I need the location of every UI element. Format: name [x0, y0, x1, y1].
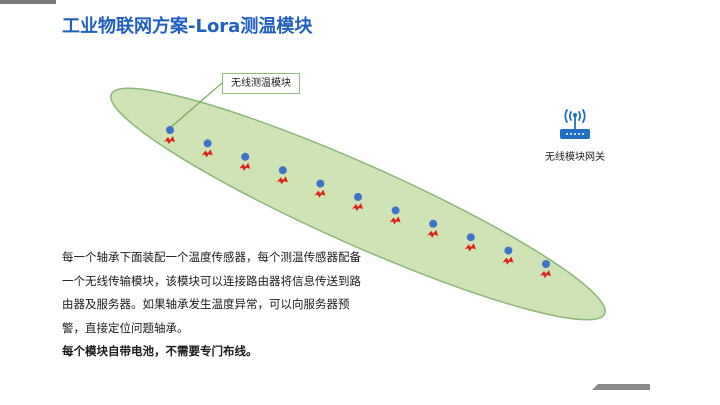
- bottom-accent-bar: [592, 384, 650, 390]
- temperature-sensor-icon: [389, 216, 401, 225]
- wireless-router-icon: [560, 109, 590, 139]
- gateway-label: 无线模块网关: [545, 152, 605, 163]
- wireless-module-dot: [542, 260, 550, 268]
- description-body: 每一个轴承下面装配一个温度传感器，每个测温传感器配备一个无线传输模块，该模块可以…: [62, 250, 361, 335]
- wireless-module-dot: [278, 166, 287, 175]
- temperature-sensor-icon: [164, 136, 175, 144]
- module-group: [164, 126, 551, 278]
- temperature-sensor-icon: [540, 270, 551, 278]
- top-accent-bar: [0, 0, 56, 4]
- wireless-module-dot: [316, 179, 325, 188]
- wireless-module-dot: [504, 246, 513, 255]
- temperature-sensor-icon: [427, 229, 439, 238]
- wireless-module-dot: [241, 152, 250, 161]
- temperature-sensor-icon: [314, 189, 326, 198]
- temperature-sensor-icon: [502, 256, 514, 265]
- wireless-module-dot: [429, 219, 438, 228]
- wireless-module-dot: [354, 193, 362, 201]
- temperature-sensor-icon: [201, 149, 213, 158]
- description-emphasis: 每个模块自带电池，不需要专门布线。: [62, 344, 258, 358]
- callout-label: 无线测温模块: [222, 73, 300, 94]
- gateway: 无线模块网关: [536, 108, 614, 163]
- wireless-module-dot: [166, 126, 174, 134]
- wireless-module-dot: [466, 233, 475, 242]
- callout-leader-line: [169, 82, 223, 129]
- temperature-sensor-icon: [352, 203, 363, 211]
- page-title: 工业物联网方案-Lora测温模块: [62, 16, 313, 37]
- bearing-band: [110, 87, 606, 321]
- wireless-module-dot: [391, 206, 400, 215]
- wireless-module-dot: [203, 139, 212, 148]
- temperature-sensor-icon: [239, 162, 251, 171]
- temperature-sensor-icon: [276, 176, 288, 185]
- temperature-sensor-icon: [464, 243, 476, 252]
- description-text: 每一个轴承下面装配一个温度传感器，每个测温传感器配备一个无线传输模块，该模块可以…: [62, 246, 362, 364]
